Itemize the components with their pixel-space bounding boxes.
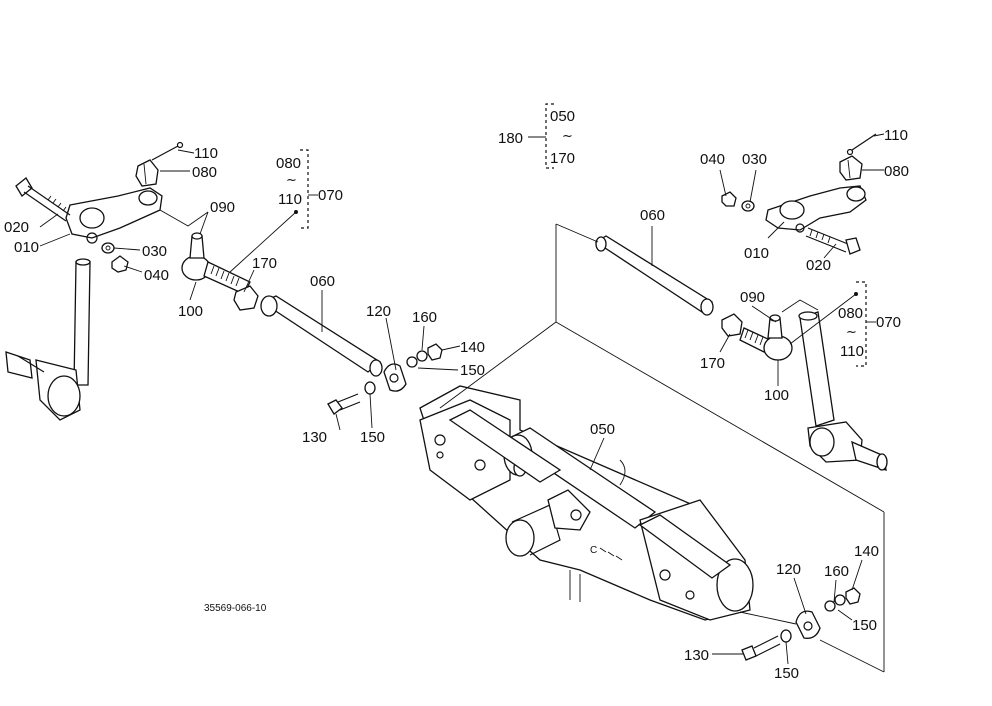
callout-140-right: 140 bbox=[854, 543, 879, 560]
callout-160-right: 160 bbox=[824, 563, 849, 580]
assembly-boundary bbox=[439, 223, 885, 673]
knuckle-arm-left bbox=[65, 187, 163, 244]
callout-150-right-a: 150 bbox=[852, 617, 877, 634]
group-bracket-070-left bbox=[300, 149, 318, 229]
group-070-left-tilde: ~ bbox=[286, 173, 297, 188]
group-bracket-070-right bbox=[856, 281, 876, 367]
locknut-170-right bbox=[721, 313, 743, 337]
callout-010-right: 010 bbox=[744, 245, 769, 262]
clamp-120-left bbox=[383, 363, 407, 392]
nut-140-right bbox=[845, 587, 861, 605]
clamp-120-right bbox=[795, 610, 821, 639]
nut-040-left bbox=[111, 255, 129, 273]
callout-010-left: 010 bbox=[14, 239, 39, 256]
tie-rod-tube-060-right bbox=[594, 235, 714, 316]
washer-150-right-lower bbox=[780, 629, 792, 643]
washer-150-right-upper bbox=[824, 600, 836, 612]
group-180-tilde: ~ bbox=[562, 129, 573, 144]
group-180-from: 050 bbox=[550, 108, 575, 125]
callout-160-left: 160 bbox=[412, 309, 437, 326]
tie-rod-tube-060-left bbox=[260, 295, 383, 377]
nut-160-right bbox=[834, 594, 846, 606]
group-070-left-label: 080 ~ 110 070 bbox=[276, 155, 343, 208]
callout-120-right: 120 bbox=[776, 561, 801, 578]
callout-120-left: 120 bbox=[366, 303, 391, 320]
leader-lines bbox=[39, 133, 885, 665]
svg-text:C: C bbox=[590, 545, 597, 556]
group-180-to: 170 bbox=[550, 150, 575, 167]
nut-030-right bbox=[741, 200, 755, 212]
washer-040-right bbox=[721, 191, 737, 207]
callout-170-left: 170 bbox=[252, 255, 277, 272]
callout-040-left: 040 bbox=[144, 267, 169, 284]
group-070-right-to: 110 bbox=[840, 343, 864, 360]
callout-100-left: 100 bbox=[178, 303, 203, 320]
bolt-020-right bbox=[805, 227, 861, 255]
washer-150-left-upper bbox=[406, 356, 418, 368]
callout-040-right: 040 bbox=[700, 151, 725, 168]
callout-030-right: 030 bbox=[742, 151, 767, 168]
bolt-130-right bbox=[741, 635, 781, 661]
callout-150-left-b: 150 bbox=[360, 429, 385, 446]
group-070-right-parent: 070 bbox=[876, 314, 901, 331]
callout-060-left: 060 bbox=[310, 273, 335, 290]
callout-110-left: 110 bbox=[194, 145, 218, 162]
callout-060-right: 060 bbox=[640, 207, 665, 224]
castle-nut-080-left bbox=[135, 159, 159, 187]
group-070-right-tilde: ~ bbox=[846, 325, 857, 340]
callout-130-left: 130 bbox=[302, 429, 327, 446]
locknut-170-left bbox=[233, 285, 259, 311]
cotter-pin-110-right bbox=[846, 133, 877, 156]
callout-090-right: 090 bbox=[740, 289, 765, 306]
tie-rod-end-100-right bbox=[739, 314, 793, 361]
group-180-label: 180 050 ~ 170 bbox=[498, 108, 575, 167]
callout-100-right: 100 bbox=[764, 387, 789, 404]
steering-knuckle-left bbox=[5, 258, 91, 421]
cotter-pin-110-left bbox=[151, 141, 184, 161]
group-070-left-parent: 070 bbox=[318, 187, 343, 204]
castle-nut-080-right bbox=[839, 155, 863, 181]
front-axle-housing: C bbox=[419, 385, 754, 621]
callout-050: 050 bbox=[590, 421, 615, 438]
steering-knuckle-right bbox=[798, 311, 888, 471]
callout-020-right: 020 bbox=[806, 257, 831, 274]
callout-150-right-b: 150 bbox=[774, 665, 799, 682]
group-070-left-to: 110 bbox=[278, 191, 302, 208]
callout-030-left: 030 bbox=[142, 243, 167, 260]
callout-080-right: 080 bbox=[884, 163, 909, 180]
group-070-left-from: 080 bbox=[276, 155, 301, 172]
group-070-right-from: 080 bbox=[838, 305, 863, 322]
washer-030-left bbox=[101, 242, 115, 254]
drawing-id: 35569-066-10 bbox=[204, 603, 267, 614]
bolt-020-left bbox=[15, 177, 71, 222]
bolt-130-left bbox=[327, 393, 361, 415]
callout-090-left: 090 bbox=[210, 199, 235, 216]
knuckle-arm-right bbox=[765, 185, 867, 233]
washer-150-left-lower bbox=[364, 381, 376, 395]
callout-170-right: 170 bbox=[700, 355, 725, 372]
group-180-parent: 180 bbox=[498, 130, 523, 147]
callout-150-left-a: 150 bbox=[460, 362, 485, 379]
callout-140-left: 140 bbox=[460, 339, 485, 356]
nut-160-left bbox=[416, 350, 428, 362]
callout-110-right: 110 bbox=[884, 127, 908, 144]
callout-130-right: 130 bbox=[684, 647, 709, 664]
callout-080-left: 080 bbox=[192, 164, 217, 181]
callouts: 010 020 030 040 080 110 090 100 170 060 … bbox=[4, 127, 909, 682]
tie-rod-end-100-left bbox=[181, 232, 251, 295]
nut-140-left bbox=[427, 343, 443, 361]
group-070-right-label: 080 ~ 110 070 bbox=[838, 305, 901, 360]
group-bracket-180 bbox=[528, 103, 554, 169]
callout-020-left: 020 bbox=[4, 219, 29, 236]
